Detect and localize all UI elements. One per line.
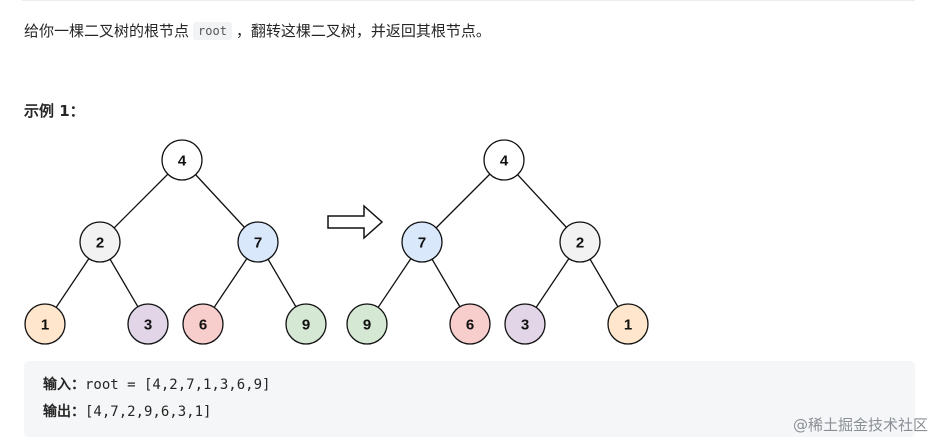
node-circle xyxy=(449,303,491,345)
node-label: 4 xyxy=(178,153,187,170)
tree-node: 6 xyxy=(449,303,491,345)
node-label: 3 xyxy=(521,317,529,334)
tree-node: 2 xyxy=(79,221,121,263)
inline-code-root: root xyxy=(193,22,232,40)
node-circle xyxy=(127,303,169,345)
node-circle xyxy=(161,139,203,181)
tree-node: 1 xyxy=(24,303,66,345)
node-label: 9 xyxy=(363,317,371,334)
node-label: 6 xyxy=(466,317,474,334)
node-circle xyxy=(79,221,121,263)
site-watermark: @稀土掘金技术社区 xyxy=(792,416,928,434)
output-label: 输出： xyxy=(43,404,85,420)
node-label: 3 xyxy=(144,317,152,334)
node-circle xyxy=(24,303,66,345)
node-label: 1 xyxy=(41,317,49,334)
output-tree-nodes: 4 7 2 9 6 3 1 xyxy=(346,139,649,345)
tree-node: 6 xyxy=(182,303,224,345)
example-io-box: 输入：root = [4,2,7,1,3,6,9] 输出：[4,7,2,9,6,… xyxy=(24,361,915,437)
example-title: 示例 1： xyxy=(24,102,85,120)
node-label: 9 xyxy=(302,317,310,334)
description-text-before: 给你一棵二叉树的根节点 xyxy=(24,22,190,40)
node-circle xyxy=(483,139,525,181)
node-label: 4 xyxy=(500,153,509,170)
node-label: 1 xyxy=(624,317,632,334)
node-label: 6 xyxy=(199,317,207,334)
node-circle xyxy=(401,221,443,263)
node-circle xyxy=(346,303,388,345)
tree-inversion-diagram: 4 2 7 1 3 6 9 4 xyxy=(24,139,649,345)
output-value: [4,7,2,9,6,3,1] xyxy=(85,404,212,420)
node-circle xyxy=(607,303,649,345)
tree-node: 9 xyxy=(285,303,327,345)
node-label: 7 xyxy=(254,235,262,252)
tree-node: 2 xyxy=(559,221,601,263)
tree-node: 9 xyxy=(346,303,388,345)
node-circle xyxy=(504,303,546,345)
tree-node: 4 xyxy=(161,139,203,181)
node-label: 7 xyxy=(418,235,426,252)
input-label: 输入： xyxy=(43,377,85,393)
node-circle xyxy=(237,221,279,263)
output-line: 输出：[4,7,2,9,6,3,1] xyxy=(43,402,211,422)
tree-node: 7 xyxy=(237,221,279,263)
tree-node: 4 xyxy=(483,139,525,181)
tree-node: 3 xyxy=(127,303,169,345)
node-circle xyxy=(182,303,224,345)
description-text-after: ，翻转这棵二叉树，并返回其根节点。 xyxy=(235,22,491,40)
tree-node: 1 xyxy=(607,303,649,345)
node-circle xyxy=(559,221,601,263)
node-circle xyxy=(285,303,327,345)
node-label: 2 xyxy=(96,235,104,252)
node-label: 2 xyxy=(576,235,584,252)
tree-node: 3 xyxy=(504,303,546,345)
input-line: 输入：root = [4,2,7,1,3,6,9] xyxy=(43,375,270,395)
input-value: root = [4,2,7,1,3,6,9] xyxy=(85,377,271,393)
top-divider xyxy=(22,0,915,1)
input-tree-nodes: 4 2 7 1 3 6 9 xyxy=(24,139,327,345)
tree-node: 7 xyxy=(401,221,443,263)
right-arrow-icon xyxy=(327,204,384,240)
